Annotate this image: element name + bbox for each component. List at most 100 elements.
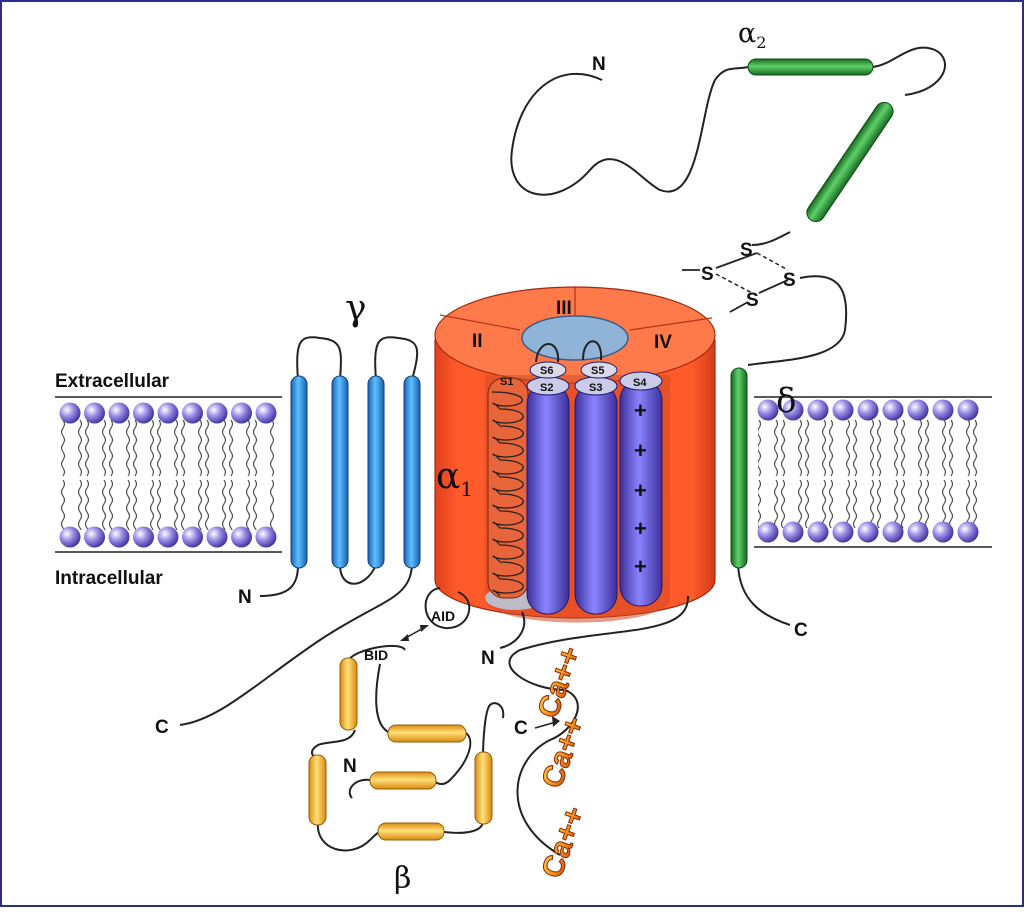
s5-label: S5 <box>591 365 604 377</box>
alpha2-subunit: α2 N <box>510 18 946 246</box>
domain-iii-label: III <box>556 298 572 319</box>
lipid-head <box>782 399 804 421</box>
lipid-head <box>957 521 979 543</box>
delta-helix <box>730 367 748 569</box>
positive-charge: + <box>634 398 647 423</box>
calcium-ion-2: Ca++ <box>536 712 592 792</box>
lipid-head <box>108 526 130 548</box>
beta-label: β <box>394 861 411 896</box>
beta-subunit: N β <box>308 645 505 896</box>
segment-s2 <box>526 383 570 615</box>
lipid-head <box>857 399 879 421</box>
alpha2-n-terminus: N <box>592 54 606 75</box>
lipid-head <box>857 521 879 543</box>
gamma-helix-2 <box>331 375 349 569</box>
lipid-head <box>882 399 904 421</box>
domain-ii-label: II <box>472 331 483 352</box>
lipid-head <box>157 526 179 548</box>
lipid-head <box>84 526 105 548</box>
alpha2-helix-diagonal <box>806 101 894 223</box>
lipid-head <box>932 399 954 421</box>
lipid-head <box>882 521 904 543</box>
alpha1-n-terminus: N <box>481 648 495 669</box>
alpha1-label: α1 <box>436 456 473 501</box>
gamma-helix-4 <box>403 375 421 569</box>
lipid-head <box>84 402 105 424</box>
s3-label: S3 <box>589 382 602 394</box>
lipid-head <box>832 521 854 543</box>
lipid-head <box>255 526 277 548</box>
lipid-head <box>957 399 979 421</box>
gamma-n-terminus: N <box>238 587 252 608</box>
beta-helix-3 <box>308 754 327 826</box>
positive-charge: + <box>634 554 647 579</box>
alpha2-label: α2 <box>738 18 766 52</box>
lipid-head <box>757 399 779 421</box>
delta-subunit: δ C <box>730 367 808 641</box>
delta-label: δ <box>776 381 796 421</box>
gamma-helix-1 <box>290 375 308 569</box>
aid-label: AID <box>431 608 455 624</box>
sulfur-3: S <box>783 270 796 291</box>
s4-label: S4 <box>633 377 647 389</box>
sulfur-4: S <box>746 290 759 311</box>
positive-charge: + <box>634 438 647 463</box>
calcium-ion-3: Ca++ <box>536 802 592 882</box>
segment-s6-cap <box>529 361 567 379</box>
lipid-head <box>133 402 154 424</box>
lipid-head <box>133 526 154 548</box>
interaction-domains: AID BID <box>364 587 690 691</box>
lipid-head <box>157 402 179 424</box>
s6-label: S6 <box>540 365 553 377</box>
lipid-head <box>231 526 252 548</box>
gamma-c-terminus: C <box>155 717 169 738</box>
beta-helix-4 <box>369 771 437 790</box>
calcium-ion-1: Ca++ <box>532 642 588 722</box>
lipid-head <box>108 402 130 424</box>
intracellular-label: Intracellular <box>55 568 163 589</box>
gamma-helix-3 <box>367 375 385 569</box>
lipid-head <box>932 521 954 543</box>
delta-c-terminus: C <box>794 620 808 641</box>
lipid-head <box>182 526 203 548</box>
calcium-binding: C Ca++ Ca++ Ca++ <box>514 642 592 883</box>
s1-coil <box>491 391 524 597</box>
lipid-head <box>59 526 81 548</box>
lipid-head <box>231 402 252 424</box>
lipid-head <box>782 521 804 543</box>
beta-helix-5 <box>377 822 445 841</box>
s4-charges: + + + + + <box>634 398 647 579</box>
positive-charge: + <box>634 478 647 503</box>
sulfur-1: S <box>740 240 753 261</box>
lipid-head <box>255 402 277 424</box>
lipid-head <box>59 402 81 424</box>
lipid-head <box>206 526 228 548</box>
channel-pore <box>521 315 629 361</box>
gamma-label: γ <box>345 288 367 329</box>
s1-label: S1 <box>500 376 513 388</box>
s2-label: S2 <box>540 382 553 394</box>
membrane-right <box>754 396 992 548</box>
lipid-head <box>807 521 829 543</box>
bid-label: BID <box>364 647 388 663</box>
alpha1-c-terminus: C <box>514 718 528 739</box>
alpha1-subunit: III II IV S1 S2 S3 S4 S6 S5 + + + + + α1 N <box>434 286 716 669</box>
gamma-subunit: γ N C <box>155 288 421 738</box>
beta-helix-2 <box>387 724 467 743</box>
lipid-head <box>907 521 929 543</box>
domain-iv-label: IV <box>654 332 672 353</box>
segment-s3 <box>574 383 618 615</box>
beta-n-terminus: N <box>343 756 357 777</box>
positive-charge: + <box>634 516 647 541</box>
lipid-head <box>907 399 929 421</box>
lipid-head <box>206 402 228 424</box>
beta-helix-6 <box>474 751 493 825</box>
disulfide-bridge: S S S S <box>682 240 848 366</box>
sulfur-2: S <box>701 264 714 285</box>
alpha2-helix-horizontal <box>747 58 874 76</box>
lipid-head <box>807 399 829 421</box>
membrane-left <box>55 396 282 553</box>
